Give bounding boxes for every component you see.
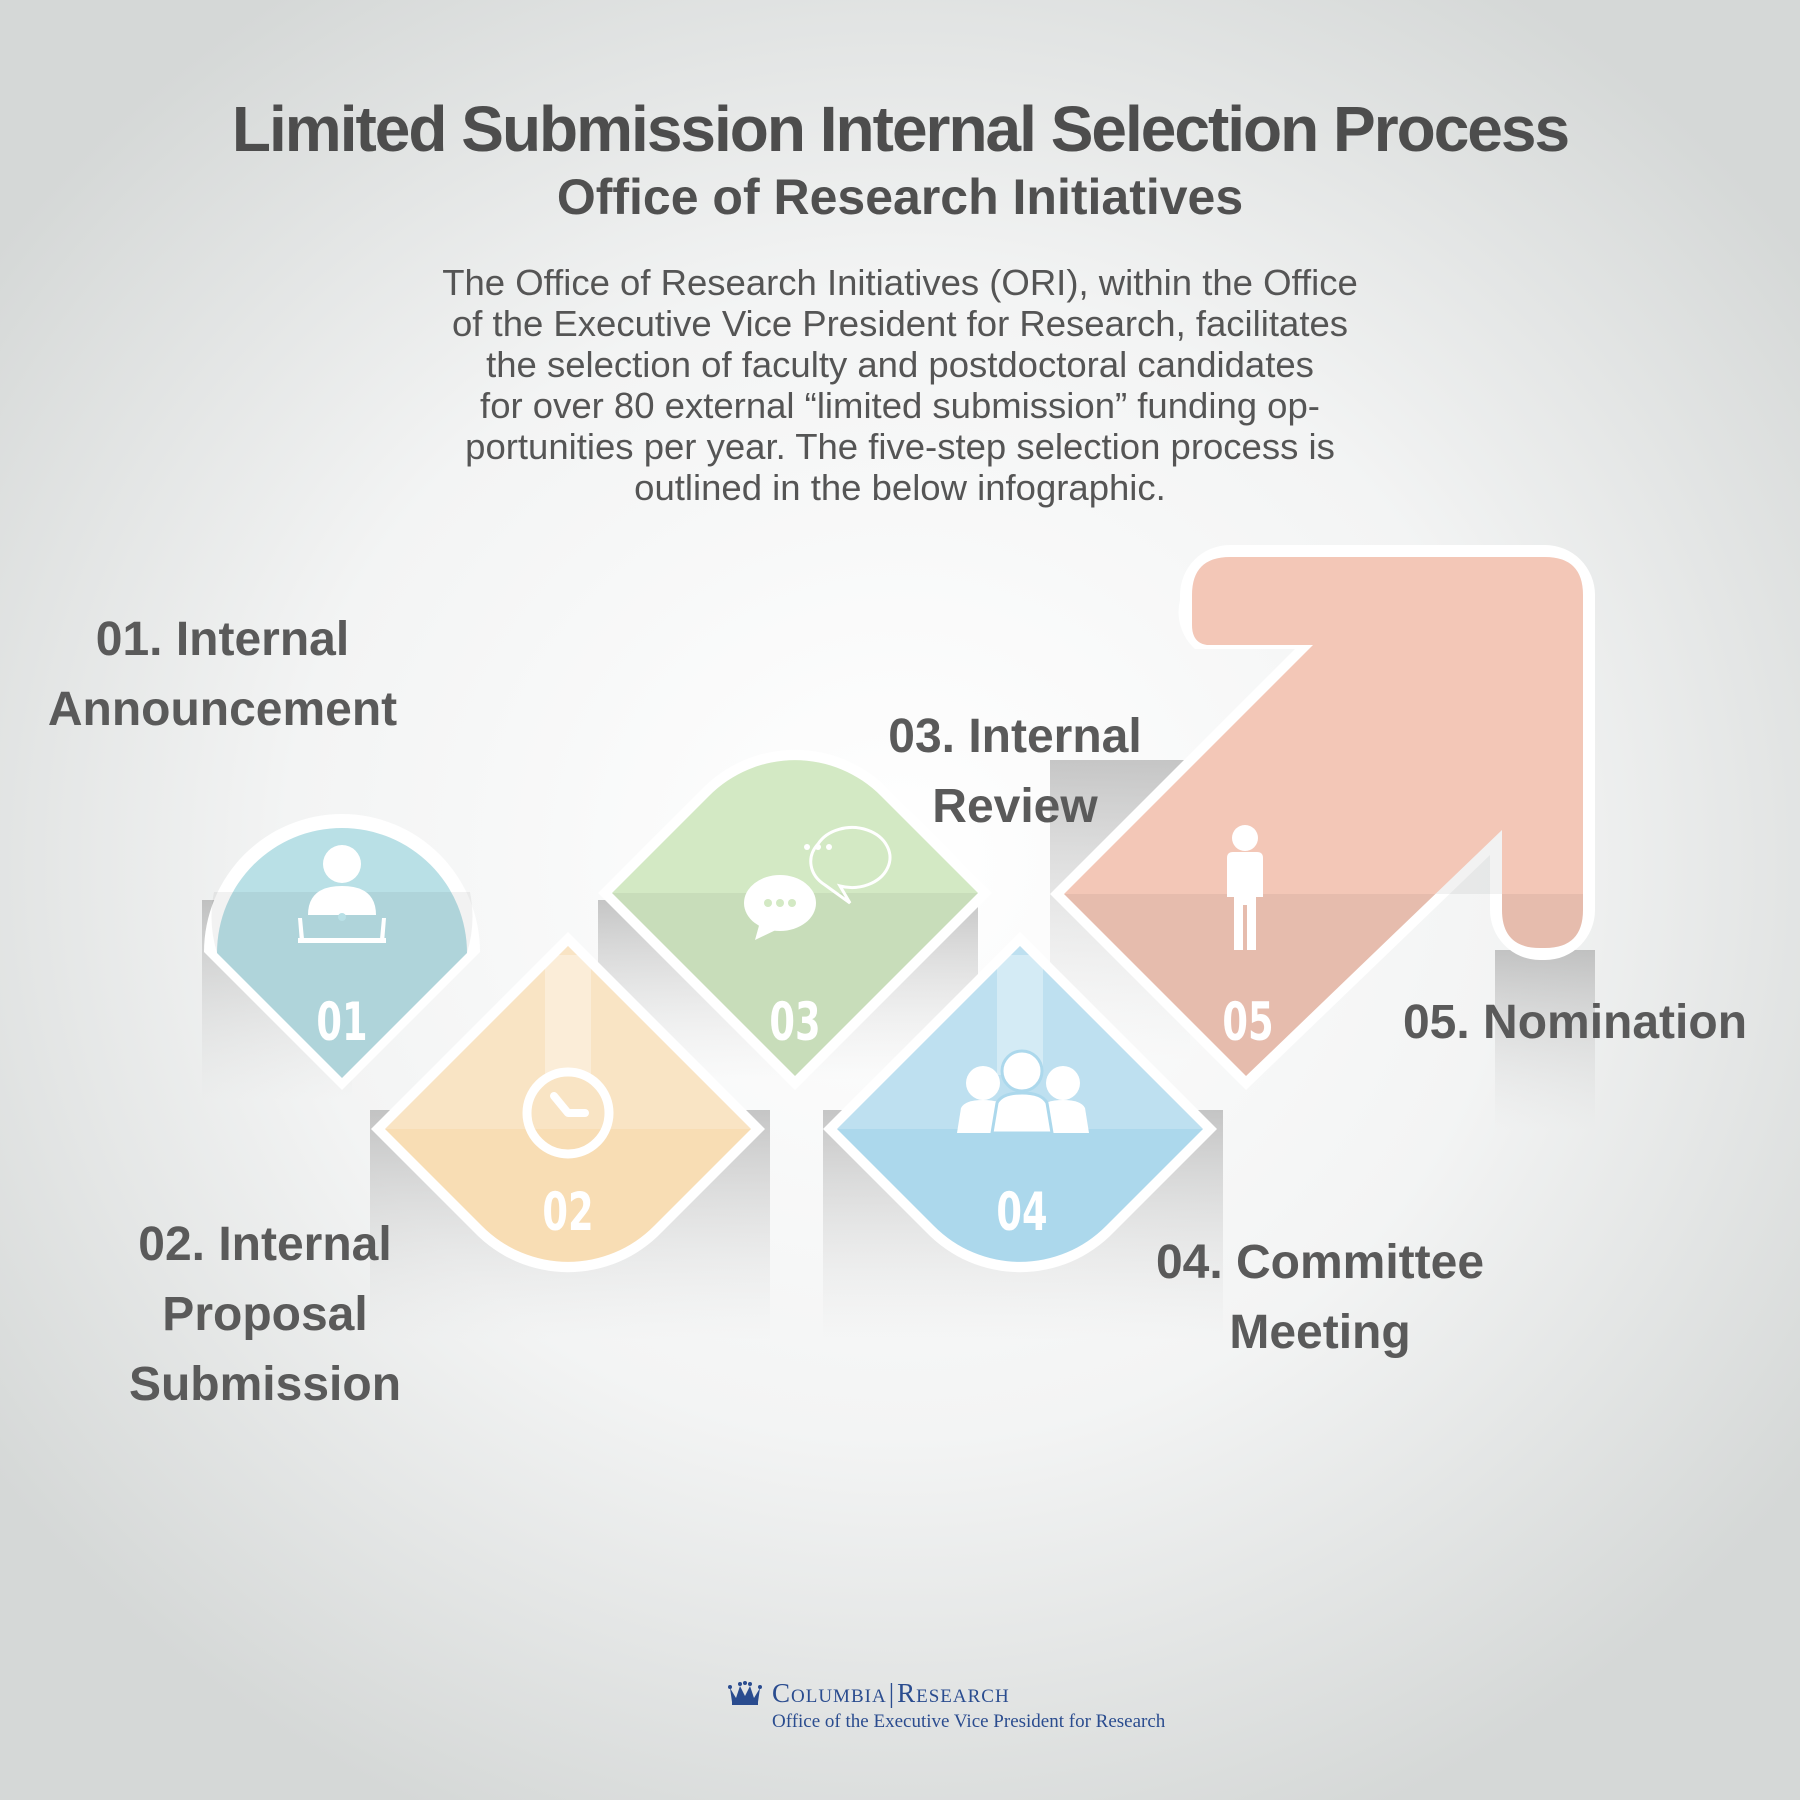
step-02-shape (371, 932, 765, 1273)
brand-wordmark: Columbia|Research (772, 1678, 1010, 1708)
step-label-02: 02. Internal Proposal Submission (128, 1218, 402, 1411)
intro-paragraph: The Office of Research Initiatives (ORI)… (360, 262, 1440, 508)
brand-right: Research (897, 1678, 1010, 1708)
step-number-02: 02 (542, 1181, 593, 1243)
footer-logo: Columbia|Research Office of the Executiv… (728, 1678, 1188, 1733)
page-title: Limited Submission Internal Selection Pr… (231, 93, 1570, 165)
standing-person-icon (1227, 825, 1263, 950)
step-label-04: 04. Committee Meeting (1155, 1236, 1485, 1359)
clock-icon (522, 1067, 614, 1159)
step-label-01: 01. Internal Announcement (47, 613, 398, 736)
intro-line: for over 80 external “limited submission… (480, 385, 1320, 426)
person-laptop-icon (298, 845, 386, 943)
step-label-05: 05. Nomination (1402, 996, 1748, 1049)
step-label-03: 03. Internal Review (888, 710, 1142, 833)
footer-office: Office of the Executive Vice President f… (772, 1711, 1166, 1732)
page-subtitle: Office of Research Initiatives (556, 169, 1244, 225)
intro-line: portunities per year. The five-step sele… (465, 426, 1335, 467)
intro-line: of the Executive Vice President for Rese… (451, 303, 1349, 344)
step-number-04: 04 (996, 1181, 1047, 1243)
intro-line: outlined in the below infographic. (634, 467, 1166, 508)
intro-line: the selection of faculty and postdoctora… (486, 344, 1314, 385)
step-number-05: 05 (1222, 991, 1273, 1053)
intro-line: The Office of Research Initiatives (ORI)… (442, 262, 1358, 303)
step-number-01: 01 (316, 991, 367, 1053)
crown-icon (728, 1681, 762, 1705)
step-number-03: 03 (769, 991, 820, 1053)
chat-bubbles-icon (744, 826, 892, 940)
step-01-shape (204, 814, 480, 1090)
brand-left: Columbia (772, 1678, 887, 1708)
step-05-arrow-shape (1050, 545, 1595, 1090)
group-people-icon (957, 1049, 1089, 1135)
